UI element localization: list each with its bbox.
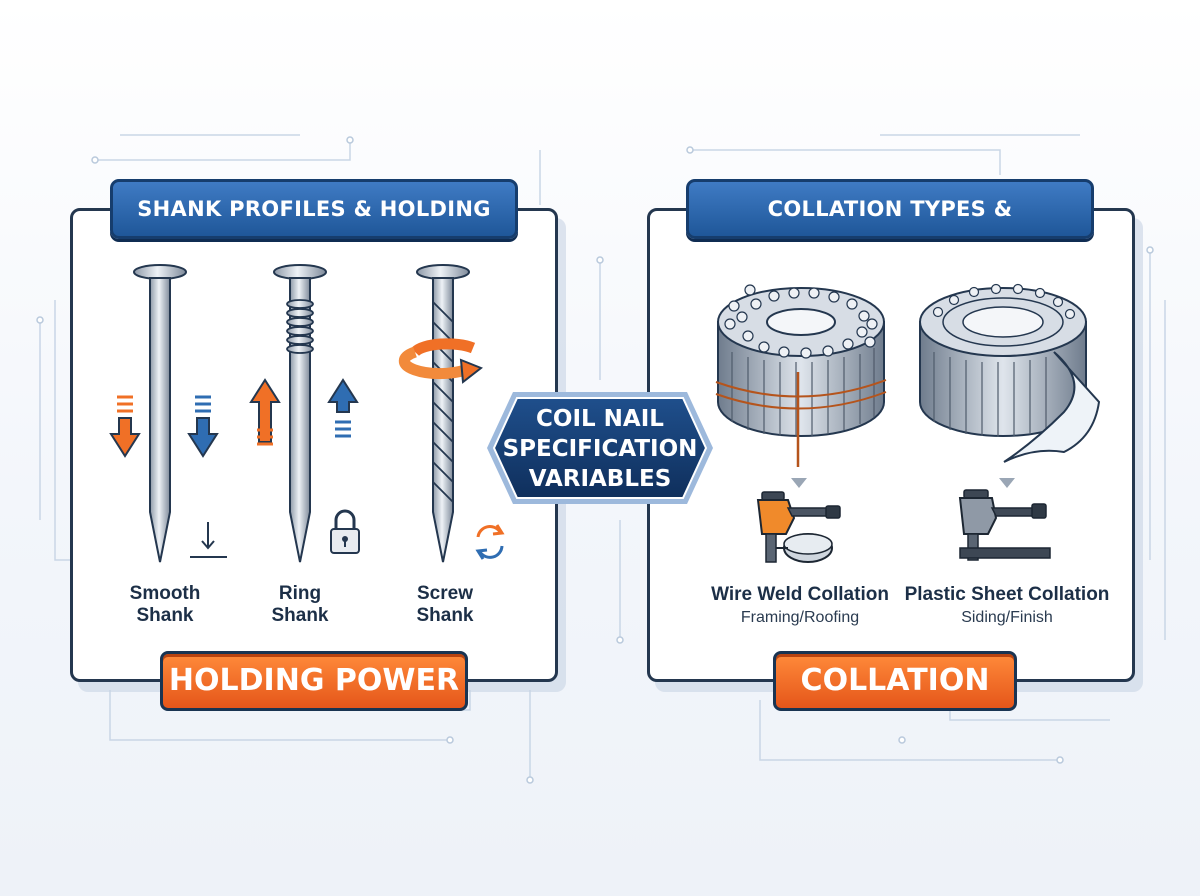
siding-nailer-icon bbox=[958, 489, 1051, 561]
holding-power-badge: HOLDING POWER bbox=[160, 651, 468, 711]
lock-icon bbox=[330, 509, 360, 554]
plastic-sheet-coil-icon bbox=[919, 283, 1101, 463]
plastic-sheet-collation-label: Plastic Sheet Collation bbox=[904, 584, 1110, 605]
collation-badge: COLLATION bbox=[773, 651, 1017, 711]
collation-types-title: COLLATION TYPES & APPLICATIONS bbox=[686, 179, 1094, 275]
down-arrow-icon bbox=[791, 478, 807, 488]
wire-weld-coil-icon bbox=[715, 284, 887, 467]
center-title: COIL NAIL SPECIFICATION VARIABLES bbox=[502, 406, 698, 492]
ring-shank-nail-icon bbox=[249, 264, 360, 563]
rotate-icon bbox=[475, 524, 505, 560]
smooth-shank-nail-icon bbox=[109, 264, 227, 563]
coil-nailer-icon bbox=[756, 491, 841, 563]
screw-shank-nail-icon bbox=[398, 264, 505, 563]
center-hexagon bbox=[487, 392, 713, 504]
wire-weld-collation-label: Wire Weld Collation bbox=[711, 584, 889, 605]
down-arrow-icon bbox=[999, 478, 1015, 488]
plastic-sheet-application-label: Siding/Finish bbox=[961, 609, 1053, 626]
wire-weld-application-label: Framing/Roofing bbox=[740, 609, 860, 626]
shank-profiles-title: SHANK PROFILES & HOLDING POWER bbox=[110, 179, 518, 275]
